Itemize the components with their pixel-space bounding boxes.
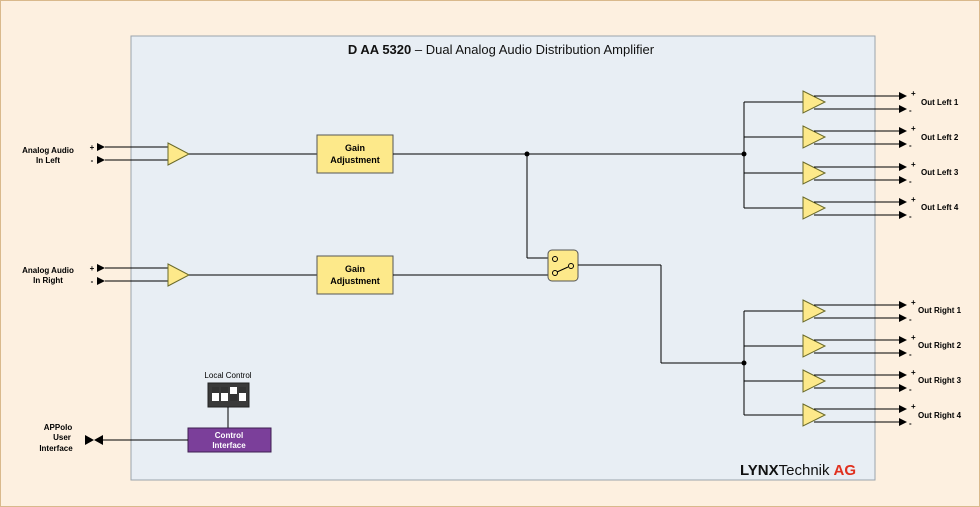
switch-icon	[547, 249, 579, 282]
input-left-label-2: In Left	[36, 156, 60, 165]
gain-left-label-1: Gain	[345, 143, 365, 153]
input-left-plus: +	[90, 143, 95, 152]
output-right-4-minus-connector-icon	[899, 418, 907, 426]
output-left-1-label: Out Left 1	[921, 98, 959, 107]
output-left-1-minus: -	[909, 106, 912, 115]
local-control-label: Local Control	[204, 371, 251, 380]
output-left-2: + - Out Left 2	[744, 124, 959, 150]
output-right-2-plus-connector-icon	[899, 336, 907, 344]
device-panel	[130, 35, 876, 481]
dip-switch-icon	[207, 382, 250, 408]
output-left-4-plus: +	[911, 195, 916, 204]
connector-left-minus-icon	[97, 156, 105, 164]
output-left-4: + - Out Left 4	[744, 195, 959, 221]
output-right-1: + - Out Right 1	[744, 298, 962, 324]
appolo-label-2: User	[53, 433, 71, 442]
output-left-1-plus-connector-icon	[899, 92, 907, 100]
output-left-1-plus: +	[911, 89, 916, 98]
output-left-3-minus-connector-icon	[899, 176, 907, 184]
input-right-plus: +	[90, 264, 95, 273]
output-right-2: + - Out Right 2	[744, 333, 962, 359]
connector-left-plus-icon	[97, 143, 105, 151]
output-right-4: + - Out Right 4	[744, 402, 962, 428]
output-right-1-label: Out Right 1	[918, 306, 962, 315]
output-right-1-plus: +	[911, 298, 916, 307]
output-right-1-minus-connector-icon	[899, 314, 907, 322]
input-right-amplifier-icon	[167, 263, 191, 287]
input-left-label-1: Analog Audio	[22, 146, 74, 155]
input-left-minus: -	[91, 156, 94, 165]
input-left-amplifier-icon	[167, 142, 191, 166]
output-right-4-minus: -	[909, 419, 912, 428]
connector-right-minus-icon	[97, 277, 105, 285]
output-right-2-label: Out Right 2	[918, 341, 962, 350]
output-left-3-minus: -	[909, 177, 912, 186]
output-right-2-minus-connector-icon	[899, 349, 907, 357]
output-left-3-plus-connector-icon	[899, 163, 907, 171]
output-left-1-minus-connector-icon	[899, 105, 907, 113]
output-left-1: + - Out Left 1	[744, 89, 959, 115]
output-right-3: + - Out Right 3	[744, 368, 962, 394]
control-interface-block: Control Interface	[187, 427, 272, 453]
input-right-label-1: Analog Audio	[22, 266, 74, 275]
output-right-1-plus-connector-icon	[899, 301, 907, 309]
output-left-2-minus-connector-icon	[899, 140, 907, 148]
output-right-2-minus: -	[909, 350, 912, 359]
control-interface-label-1: Control	[215, 431, 243, 440]
appolo-label-3: Interface	[39, 444, 73, 453]
output-left-2-label: Out Left 2	[921, 133, 959, 142]
output-left-3-label: Out Left 3	[921, 168, 959, 177]
input-right-minus: -	[91, 277, 94, 286]
output-right-3-minus: -	[909, 385, 912, 394]
gain-right-label-1: Gain	[345, 264, 365, 274]
output-left-3-plus: +	[911, 160, 916, 169]
diagram-title: D AA 5320 – Dual Analog Audio Distributi…	[348, 42, 655, 57]
gain-adjustment-right: Gain Adjustment	[316, 255, 394, 295]
appolo-label-1: APPolo	[44, 423, 73, 432]
bidirectional-connector-icon	[85, 435, 103, 445]
output-left-3: + - Out Left 3	[744, 160, 959, 186]
output-left-4-label: Out Left 4	[921, 203, 959, 212]
input-right-label-2: In Right	[33, 276, 63, 285]
output-left-2-plus-connector-icon	[899, 127, 907, 135]
output-left-2-minus: -	[909, 141, 912, 150]
control-interface-label-2: Interface	[212, 441, 246, 450]
gain-right-label-2: Adjustment	[330, 276, 380, 286]
output-bus-left	[741, 102, 747, 208]
output-right-4-label: Out Right 4	[918, 411, 962, 420]
output-right-2-plus: +	[911, 333, 916, 342]
output-right-1-minus: -	[909, 315, 912, 324]
output-right-3-label: Out Right 3	[918, 376, 962, 385]
output-right-3-minus-connector-icon	[899, 384, 907, 392]
output-right-3-plus: +	[911, 368, 916, 377]
output-right-3-plus-connector-icon	[899, 371, 907, 379]
output-right-4-plus-connector-icon	[899, 405, 907, 413]
output-left-2-plus: +	[911, 124, 916, 133]
gain-adjustment-left: Gain Adjustment	[316, 134, 394, 174]
input-right: Analog Audio In Right + -	[22, 263, 317, 287]
gain-left-label-2: Adjustment	[330, 155, 380, 165]
input-left: Analog Audio In Left + -	[22, 142, 317, 166]
output-left-4-minus: -	[909, 212, 912, 221]
output-left-4-plus-connector-icon	[899, 198, 907, 206]
connector-right-plus-icon	[97, 264, 105, 272]
output-left-4-minus-connector-icon	[899, 211, 907, 219]
output-right-4-plus: +	[911, 402, 916, 411]
output-bus-right	[741, 311, 747, 415]
